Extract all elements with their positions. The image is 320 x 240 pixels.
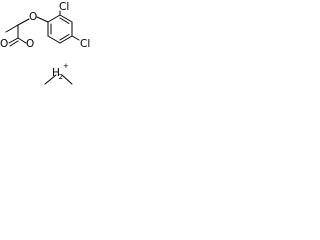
hydroxyl-oxygen-label: O [26,38,34,50]
carbonyl-oxygen-label: O [0,38,8,50]
ring-inner-bond-a [59,17,70,24]
n-methyl-bond-right [61,74,73,85]
nitrogen-h-label: H [52,67,60,79]
n-methyl-bond-left [44,74,57,85]
ring-bond-1 [47,14,61,23]
alpha-methyl-bond [5,24,19,33]
carbonyl-double-bond-a [8,37,19,44]
nitrogen-charge: + [63,62,69,70]
alpha-ether-bond [17,18,30,26]
propanoate-chain: O O O [0,11,37,50]
dichlorophenyl-ring: Cl Cl [36,1,90,50]
carboxyl-single-bond [17,37,27,44]
carbonyl-double-bond-b [9,40,19,47]
ether-oxygen-label: O [29,11,37,23]
ring-bond-5 [47,35,61,44]
chlorine-right-bond [71,35,80,41]
ring-bond-4 [59,35,73,44]
chlorine-right-label: Cl [80,38,90,50]
ring-bond-2 [59,14,73,23]
chemical-structure: H 2 + O O O Cl Cl [0,1,90,85]
chlorine-top-label: Cl [59,1,69,13]
dimethylammonium-group: H 2 + [44,62,73,85]
ring-inner-bond-b [59,34,70,41]
nitrogen-h-subscript: 2 [59,73,63,81]
ether-ring-bond [36,16,49,23]
